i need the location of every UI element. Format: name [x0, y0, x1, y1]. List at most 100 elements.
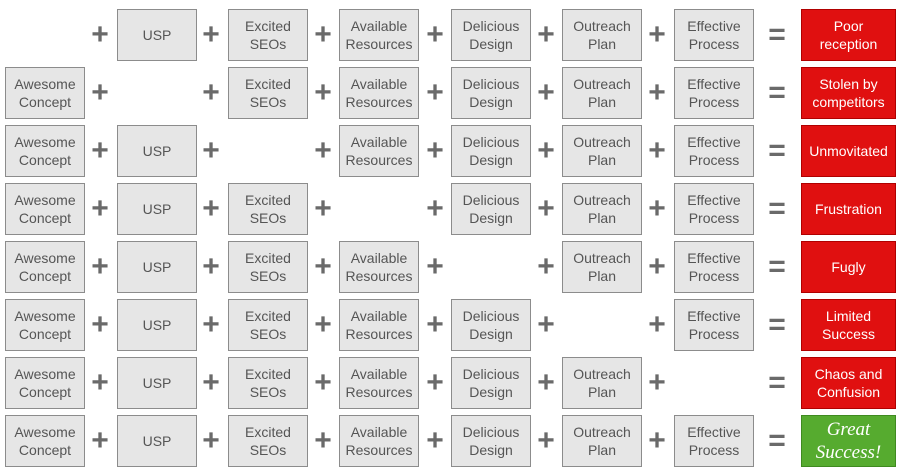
- plus-sign: +: [426, 18, 444, 51]
- plus-sign: +: [202, 76, 220, 109]
- design-box: Delicious Design: [451, 183, 531, 235]
- failure-result: Frustration: [801, 183, 896, 235]
- concept-box: Awesome Concept: [5, 299, 85, 351]
- plus-sign: +: [91, 18, 109, 51]
- plus-sign: +: [91, 366, 109, 399]
- plus-sign: +: [648, 134, 666, 167]
- outreach-box: Outreach Plan: [562, 357, 642, 409]
- equals-sign: =: [768, 366, 786, 399]
- plus-sign: +: [426, 76, 444, 109]
- outreach-box: Outreach Plan: [562, 183, 642, 235]
- equals-sign: =: [768, 134, 786, 167]
- plus-sign: +: [537, 250, 555, 283]
- plus-sign: +: [202, 366, 220, 399]
- equals-sign: =: [768, 18, 786, 51]
- plus-sign: +: [426, 192, 444, 225]
- failure-result: Chaos and Confusion: [801, 357, 896, 409]
- process-box: Effective Process: [674, 9, 754, 61]
- plus-sign: +: [91, 134, 109, 167]
- outreach-box: Outreach Plan: [562, 9, 642, 61]
- resources-box: Available Resources: [339, 299, 419, 351]
- plus-sign: +: [314, 192, 332, 225]
- concept-box: Awesome Concept: [5, 125, 85, 177]
- plus-sign: +: [314, 134, 332, 167]
- plus-sign: +: [426, 424, 444, 457]
- formula-row: Awesome Concept Excited SEOs Available Res…: [0, 67, 900, 119]
- usp-box: USP: [117, 241, 197, 293]
- equals-sign: =: [768, 424, 786, 457]
- plus-sign: +: [537, 366, 555, 399]
- plus-sign: +: [537, 192, 555, 225]
- resources-box: Available Resources: [339, 357, 419, 409]
- plus-sign: +: [91, 192, 109, 225]
- resources-box: Available Resources: [339, 415, 419, 467]
- usp-box: USP: [117, 299, 197, 351]
- plus-sign: +: [202, 250, 220, 283]
- plus-sign: +: [426, 250, 444, 283]
- plus-sign: +: [648, 192, 666, 225]
- design-box: Delicious Design: [451, 415, 531, 467]
- equals-sign: =: [768, 76, 786, 109]
- outreach-box: Outreach Plan: [562, 241, 642, 293]
- seos-box: Excited SEOs: [228, 9, 308, 61]
- plus-sign: +: [202, 134, 220, 167]
- plus-sign: +: [537, 18, 555, 51]
- process-box: Effective Process: [674, 67, 754, 119]
- plus-sign: +: [648, 308, 666, 341]
- success-result: Great Success!: [801, 415, 896, 467]
- resources-box: Available Resources: [339, 241, 419, 293]
- usp-box: USP: [117, 357, 197, 409]
- process-box: Effective Process: [674, 299, 754, 351]
- design-box: Delicious Design: [451, 125, 531, 177]
- design-box: Delicious Design: [451, 299, 531, 351]
- plus-sign: +: [426, 134, 444, 167]
- equals-sign: =: [768, 308, 786, 341]
- failure-result: Poor reception: [801, 9, 896, 61]
- plus-sign: +: [202, 424, 220, 457]
- plus-sign: +: [314, 76, 332, 109]
- usp-box: USP: [117, 415, 197, 467]
- seos-box: Excited SEOs: [228, 299, 308, 351]
- failure-result: Stolen by competitors: [801, 67, 896, 119]
- plus-sign: +: [314, 18, 332, 51]
- plus-sign: +: [648, 76, 666, 109]
- plus-sign: +: [314, 308, 332, 341]
- plus-sign: +: [91, 424, 109, 457]
- plus-sign: +: [202, 192, 220, 225]
- concept-box: Awesome Concept: [5, 241, 85, 293]
- design-box: Delicious Design: [451, 67, 531, 119]
- seos-box: Excited SEOs: [228, 67, 308, 119]
- process-box: Effective Process: [674, 415, 754, 467]
- outreach-box: Outreach Plan: [562, 415, 642, 467]
- plus-sign: +: [648, 424, 666, 457]
- concept-box: Awesome Concept: [5, 67, 85, 119]
- plus-sign: +: [426, 366, 444, 399]
- plus-sign: +: [537, 134, 555, 167]
- plus-sign: +: [91, 308, 109, 341]
- plus-sign: +: [314, 424, 332, 457]
- process-box: Effective Process: [674, 125, 754, 177]
- plus-sign: +: [648, 18, 666, 51]
- plus-sign: +: [537, 424, 555, 457]
- resources-box: Available Resources: [339, 67, 419, 119]
- equals-sign: =: [768, 192, 786, 225]
- failure-result: Limited Success: [801, 299, 896, 351]
- seos-box: Excited SEOs: [228, 241, 308, 293]
- plus-sign: +: [91, 250, 109, 283]
- concept-box: Awesome Concept: [5, 357, 85, 409]
- plus-sign: +: [648, 250, 666, 283]
- plus-sign: +: [202, 18, 220, 51]
- plus-sign: +: [426, 308, 444, 341]
- formula-row: Awesome Concept USP Excited SEOs Available …: [0, 241, 900, 293]
- resources-box: Available Resources: [339, 125, 419, 177]
- plus-sign: +: [202, 308, 220, 341]
- concept-box: Awesome Concept: [5, 183, 85, 235]
- outreach-box: Outreach Plan: [562, 125, 642, 177]
- usp-box: USP: [117, 9, 197, 61]
